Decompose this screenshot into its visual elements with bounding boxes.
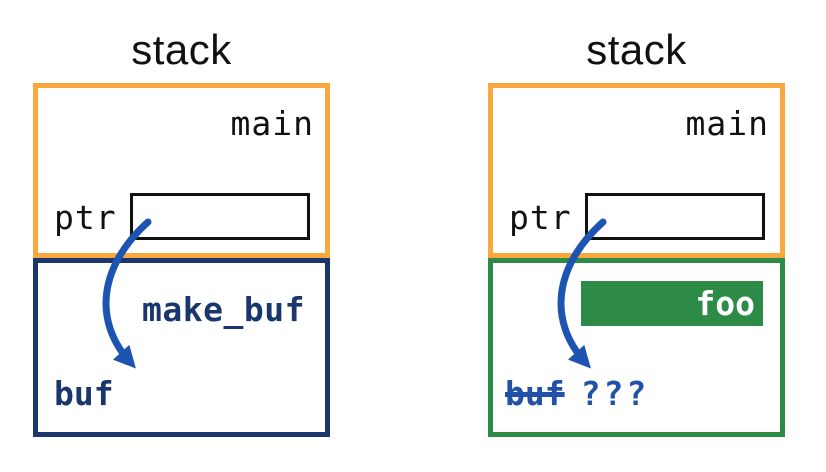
make-buf-frame-label: make_buf xyxy=(142,290,305,329)
stack-title: stack xyxy=(131,26,232,73)
dangling-buf-line: buf??? xyxy=(505,374,649,413)
ptr-label: ptr xyxy=(509,198,572,237)
buf-variable-label: buf xyxy=(54,374,114,413)
stack-title: stack xyxy=(586,26,687,73)
main-frame-label: main xyxy=(685,104,769,143)
main-frame-label: main xyxy=(230,104,314,143)
stack-diagram-after: stack main ptr foo buf??? xyxy=(488,0,785,472)
struck-buf-label: buf xyxy=(505,374,565,413)
ptr-label: ptr xyxy=(54,198,117,237)
ptr-value-cell xyxy=(130,193,310,240)
ptr-value-cell xyxy=(585,193,765,240)
make-buf-stack-frame xyxy=(33,258,330,437)
unknown-value-label: ??? xyxy=(580,374,650,413)
foo-data-bar: foo xyxy=(581,281,763,326)
stack-diagram-before: stack main ptr make_buf buf xyxy=(33,0,330,472)
